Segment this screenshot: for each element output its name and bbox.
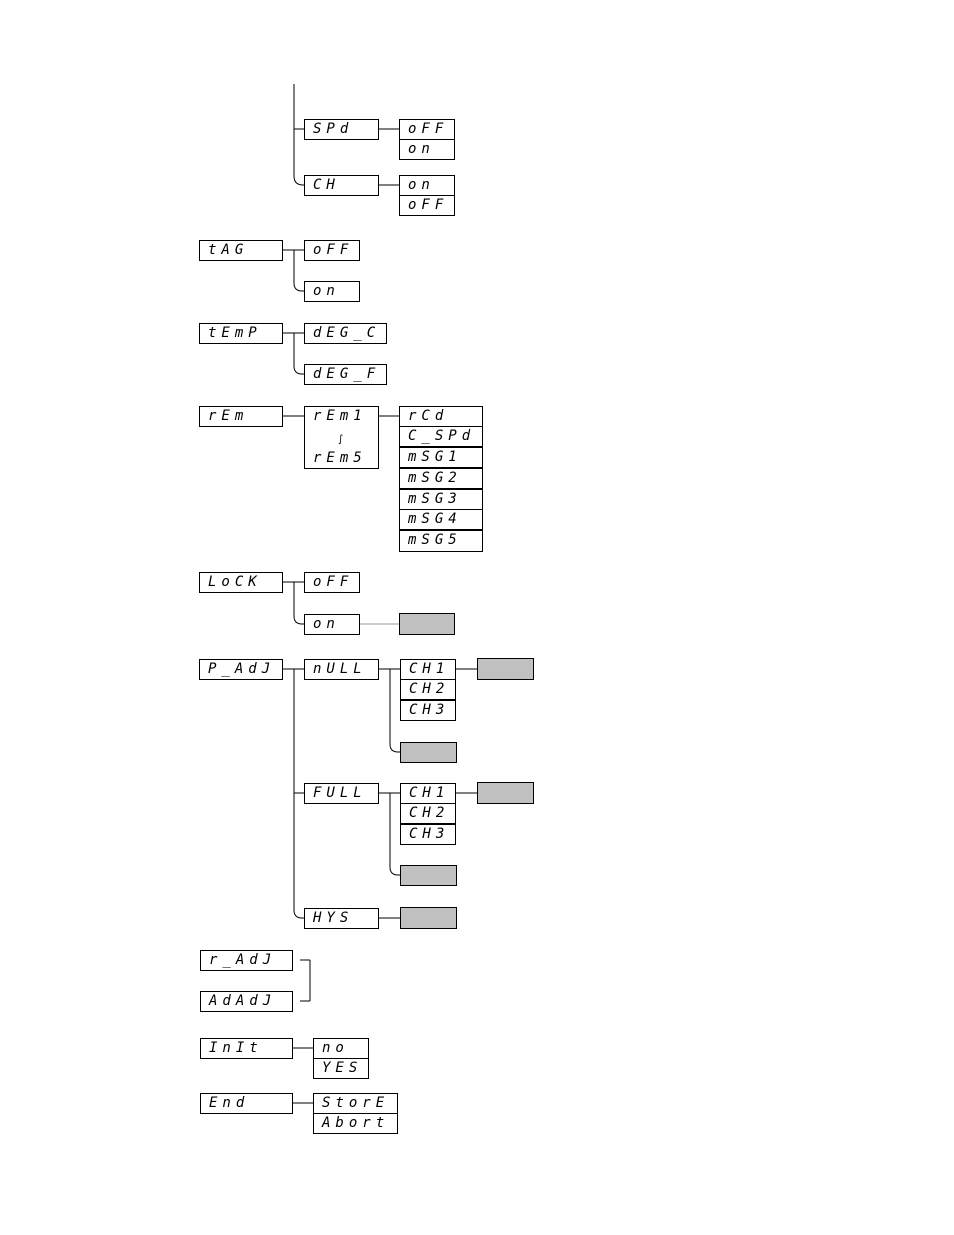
rem-option-msg5: mSG5 — [399, 530, 483, 552]
spd-option-off: oFF — [399, 119, 455, 140]
ch-option-on: on — [399, 175, 455, 196]
end-option-abort: Abort — [313, 1113, 398, 1134]
null-channel-3: CH3 — [400, 700, 456, 721]
rem-range-box: rEm1 ∫ rEm5 — [304, 406, 379, 469]
full-value-box — [477, 782, 534, 804]
ch-option-off: oFF — [399, 195, 455, 216]
rem-option-msg2: mSG2 — [399, 468, 483, 489]
end-option-store: StorE — [313, 1093, 398, 1114]
p-adj-null-box: nULL — [304, 659, 379, 680]
lock-option-on: on — [304, 614, 360, 635]
rem-option-c-spd: C_SPd — [399, 426, 483, 447]
lock-option-off: oFF — [304, 572, 360, 593]
spd-option-on: on — [399, 139, 455, 160]
full-all-value-box — [400, 865, 457, 886]
full-channel-2: CH2 — [400, 803, 456, 824]
rem-option-rcd: rCd — [399, 406, 483, 427]
rem-menu-box: rEm — [199, 406, 283, 427]
rem-range-end: rEm5 — [313, 449, 367, 468]
rem-range-symbol: ∫ — [338, 435, 348, 445]
null-channel-2: CH2 — [400, 679, 456, 700]
rem-option-msg1: mSG1 — [399, 447, 483, 468]
full-channel-3: CH3 — [400, 824, 456, 845]
adadj-menu-box: AdAdJ — [200, 991, 293, 1012]
spd-menu-box: SPd — [304, 119, 379, 140]
p-adj-menu-box: P_AdJ — [199, 659, 283, 680]
init-menu-box: InIt — [200, 1038, 293, 1059]
r-adj-menu-box: r_AdJ — [200, 950, 293, 971]
full-channel-1: CH1 — [400, 783, 456, 804]
p-adj-full-box: FULL — [304, 783, 379, 804]
temp-option-deg-f: dEG_F — [304, 364, 387, 385]
p-adj-hys-box: HYS — [304, 908, 379, 929]
null-channel-1: CH1 — [400, 659, 456, 680]
tag-option-off: oFF — [304, 240, 360, 261]
tag-menu-box: tAG — [199, 240, 283, 261]
init-option-no: no — [313, 1038, 369, 1059]
tag-option-on: on — [304, 281, 360, 302]
rem-option-msg4: mSG4 — [399, 509, 483, 530]
temp-menu-box: tEmP — [199, 323, 283, 344]
null-all-value-box — [400, 742, 457, 763]
lock-menu-box: LoCK — [199, 572, 283, 593]
null-value-box — [477, 658, 534, 680]
temp-option-deg-c: dEG_C — [304, 323, 387, 344]
end-menu-box: End — [200, 1093, 293, 1114]
rem-option-msg3: mSG3 — [399, 489, 483, 510]
init-option-yes: YES — [313, 1058, 369, 1079]
lock-code-entry-box — [399, 613, 455, 635]
ch-menu-box: CH — [304, 175, 379, 196]
rem-range-start: rEm1 — [313, 407, 367, 426]
hys-value-box — [400, 907, 457, 929]
